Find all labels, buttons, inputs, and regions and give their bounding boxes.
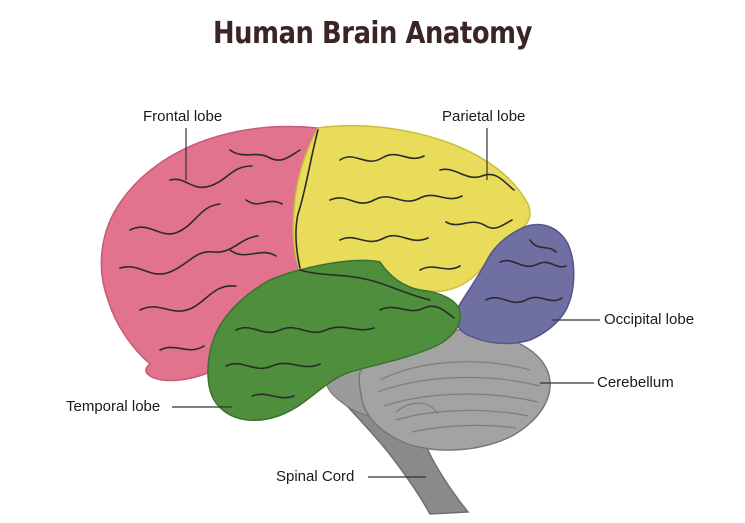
label-temporal-lobe: Temporal lobe bbox=[66, 398, 161, 415]
cerebellum-folia bbox=[377, 361, 541, 433]
label-occipital-lobe: Occipital lobe bbox=[604, 311, 695, 328]
occipital-lobe-shape bbox=[455, 223, 575, 345]
cerebellum-shape bbox=[358, 329, 551, 451]
label-spinal-cord: Spinal Cord bbox=[276, 468, 355, 485]
brain-sulci bbox=[119, 129, 567, 399]
diagram-title: Human Brain Anatomy bbox=[213, 16, 532, 51]
parietal-lobe-shape bbox=[292, 124, 531, 293]
leader-lines bbox=[172, 128, 600, 478]
label-cerebellum: Cerebellum bbox=[597, 374, 674, 391]
temporal-lobe-shape bbox=[207, 259, 461, 422]
label-parietal-lobe: Parietal lobe bbox=[442, 108, 526, 125]
label-frontal-lobe: Frontal lobe bbox=[143, 108, 223, 125]
